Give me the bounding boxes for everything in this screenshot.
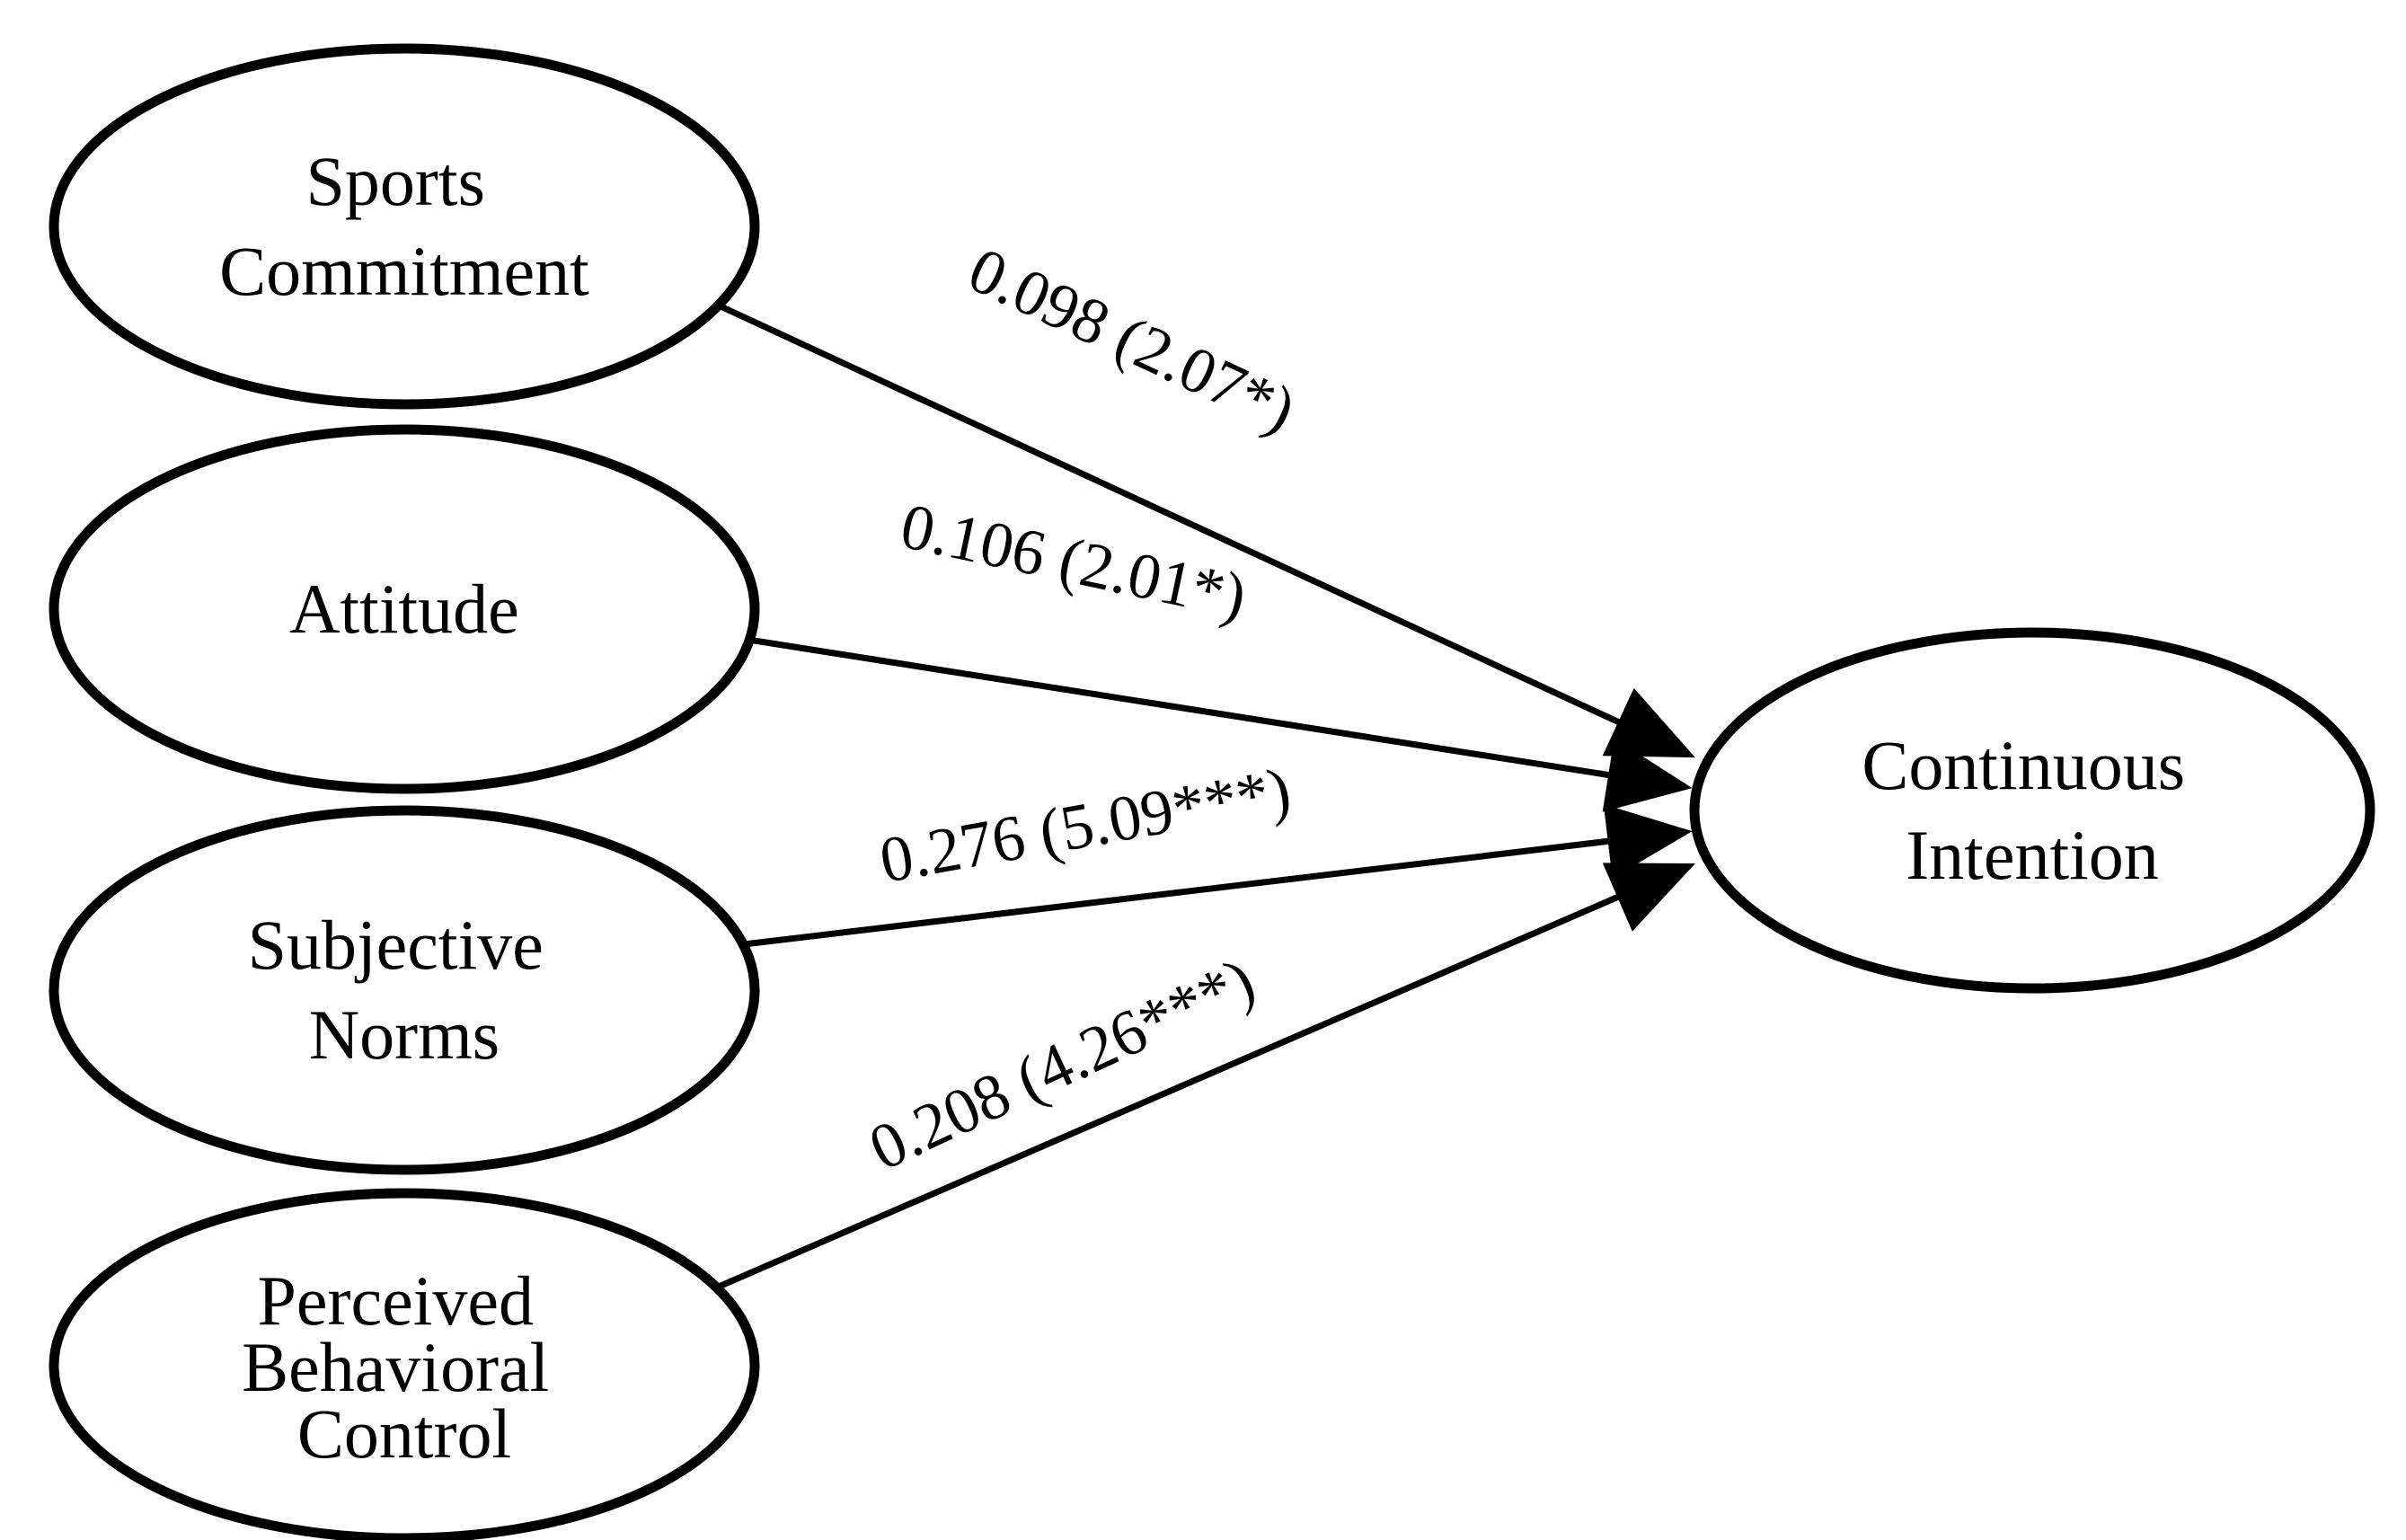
node-ellipse-sports-commitment xyxy=(49,43,760,410)
node-sports-commitment: Sports Commitment xyxy=(49,43,760,410)
node-label-attitude: Attitude xyxy=(289,570,519,648)
node-ellipse-continuous-intention xyxy=(1689,627,2375,994)
edge-labels-group: 0.098 (2.07*) 0.106 (2.01*) 0.276 (5.09*… xyxy=(859,234,1306,1185)
edges-group xyxy=(717,302,1695,1290)
node-label-subjective-norms: Subjective Norms xyxy=(248,906,562,1074)
edge-subjective-norms-to-continuous-intention xyxy=(743,804,1693,948)
edge-label-attitude: 0.106 (2.01*) xyxy=(895,490,1252,633)
node-ellipse-attitude xyxy=(49,424,760,794)
node-label-sports-commitment: Sports Commitment xyxy=(219,142,589,310)
node-attitude: Attitude xyxy=(49,424,760,794)
edge-label-sports-commitment: 0.098 (2.07*) xyxy=(959,234,1306,447)
node-subjective-norms: Subjective Norms xyxy=(49,805,760,1175)
edge-perceived-behavioral-control-to-continuous-intention xyxy=(717,863,1695,1290)
edge-sports-commitment-to-continuous-intention xyxy=(717,302,1695,758)
node-continuous-intention: Continuous Intention xyxy=(1689,627,2375,994)
node-label-perceived-behavioral-control: Perceived Behavioral Control xyxy=(242,1261,567,1473)
edge-attitude-to-continuous-intention xyxy=(747,636,1693,812)
edge-label-perceived-behavioral-control: 0.208 (4.26***) xyxy=(859,943,1265,1184)
node-perceived-behavioral-control: Perceived Behavioral Control xyxy=(49,1188,760,1540)
node-label-continuous-intention: Continuous Intention xyxy=(1862,726,2202,894)
node-ellipse-subjective-norms xyxy=(49,805,760,1175)
edge-label-subjective-norms: 0.276 (5.09***) xyxy=(874,754,1296,897)
node-ellipse-perceived-behavioral-control xyxy=(49,1188,760,1540)
